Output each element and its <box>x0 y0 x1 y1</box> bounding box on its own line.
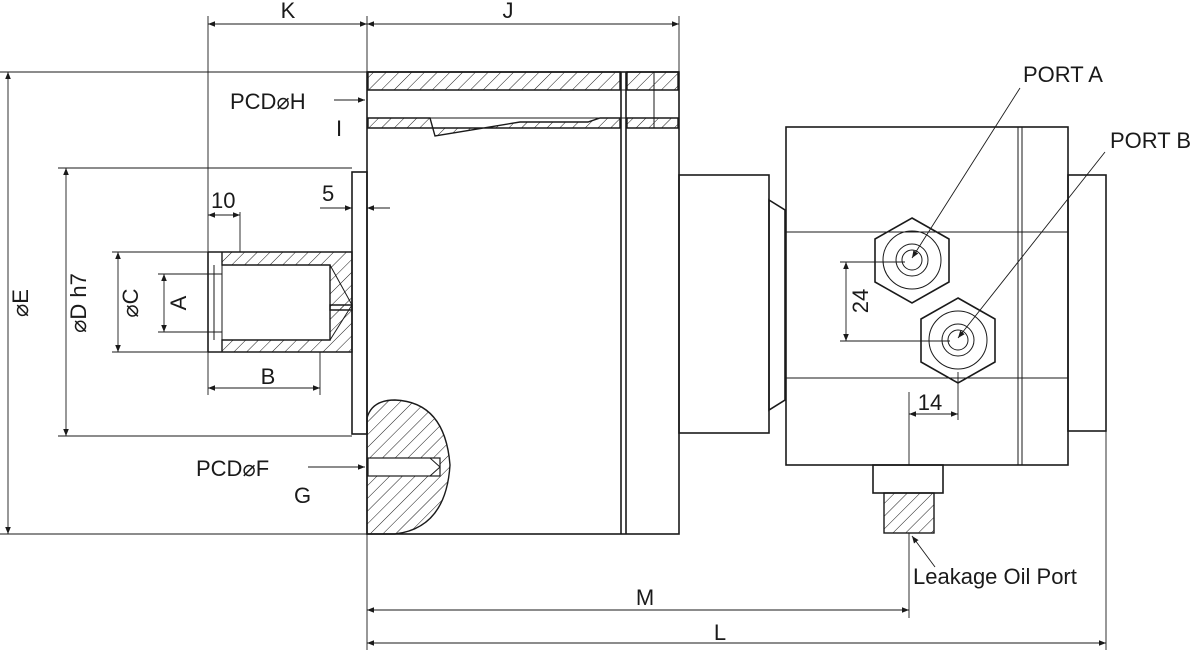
dim-14-label: 14 <box>918 390 942 415</box>
mounting-bolt-section <box>366 399 451 535</box>
dim-24-label: 24 <box>848 289 873 313</box>
port-a-fitting <box>874 217 950 304</box>
dim-10-label: 10 <box>211 188 235 213</box>
dim-a-label: A <box>166 295 191 310</box>
dim-c-label: ⌀C <box>118 288 143 317</box>
dim-g-label: G <box>294 483 311 508</box>
distributor-neck <box>678 174 786 434</box>
distributor-block <box>785 126 1107 466</box>
dim-i-label: I <box>336 116 342 141</box>
piston-rod <box>207 251 353 353</box>
dim-e-label: ⌀E <box>8 289 33 317</box>
dim-k-label: K <box>281 0 296 23</box>
port-b-fitting <box>920 297 996 384</box>
pcd-h-label: PCD⌀H <box>230 89 306 114</box>
dim-5-label: 5 <box>322 181 334 206</box>
dim-b-label: B <box>261 364 276 389</box>
dim-m-label: M <box>636 585 654 610</box>
diameter-symbol: ⌀ <box>276 89 289 114</box>
dim-l-label: L <box>714 620 726 645</box>
port-a-label: PORT A <box>1023 62 1103 87</box>
dim-j-label: J <box>503 0 514 23</box>
cylinder-body <box>351 71 680 535</box>
dimension-lines <box>0 16 1107 650</box>
dim-d-label: ⌀D h7 <box>66 273 91 333</box>
pcd-f-label: PCD⌀F <box>196 456 269 481</box>
leakage-fitting <box>872 464 944 534</box>
leakage-port-label: Leakage Oil Port <box>913 564 1077 589</box>
port-b-label: PORT B <box>1110 128 1191 153</box>
